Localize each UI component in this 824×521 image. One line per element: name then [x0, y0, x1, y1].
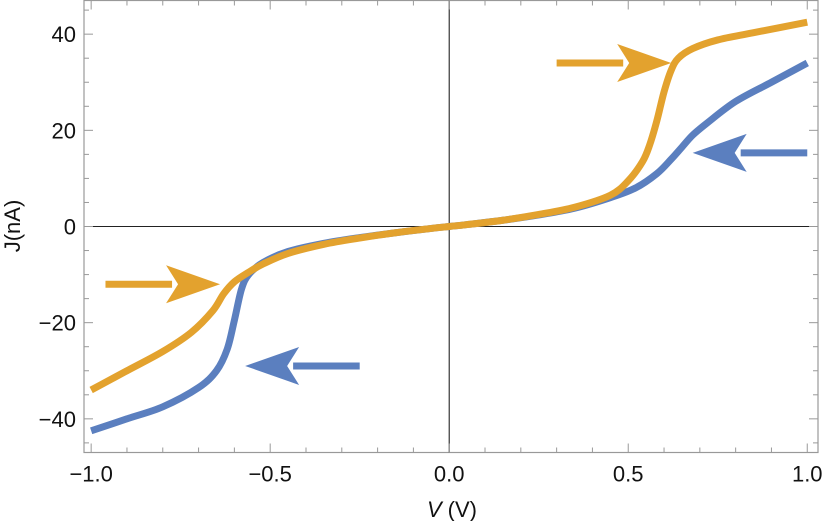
- arrow-head: [166, 265, 221, 304]
- arrow-head: [692, 133, 747, 172]
- x-tick-label: −0.5: [248, 462, 291, 487]
- tick-marks: [84, 0, 818, 453]
- arrow-head: [245, 346, 300, 385]
- x-axis-symbol: V: [427, 497, 444, 521]
- x-tick-label: 1.0: [792, 462, 823, 487]
- x-tick-label: 0.0: [434, 462, 465, 487]
- arrow-right-0: [556, 44, 672, 83]
- x-tick-labels: −1.0 −0.5 0.0 0.5 1.0: [69, 462, 822, 487]
- annotation-arrows: [105, 44, 808, 385]
- series-layer: [89, 18, 809, 435]
- x-axis-label: V(V): [427, 497, 477, 521]
- arrow-left-1: [692, 133, 808, 172]
- y-tick-label: 20: [52, 118, 76, 143]
- x-axis-unit: (V): [448, 497, 477, 521]
- y-tick-label: 0: [64, 215, 76, 240]
- y-tick-label: 40: [52, 22, 76, 47]
- y-tick-label: −40: [39, 407, 76, 432]
- arrow-head: [617, 44, 672, 83]
- series-orange-curve: [89, 18, 808, 394]
- y-tick-label: −20: [39, 311, 76, 336]
- y-axis-label: J(nA): [0, 200, 25, 253]
- y-tick-labels: −40 −20 0 20 40: [39, 22, 76, 432]
- x-tick-label: −1.0: [69, 462, 112, 487]
- arrow-right-2: [105, 265, 221, 304]
- x-tick-label: 0.5: [613, 462, 644, 487]
- arrow-left-3: [245, 346, 360, 385]
